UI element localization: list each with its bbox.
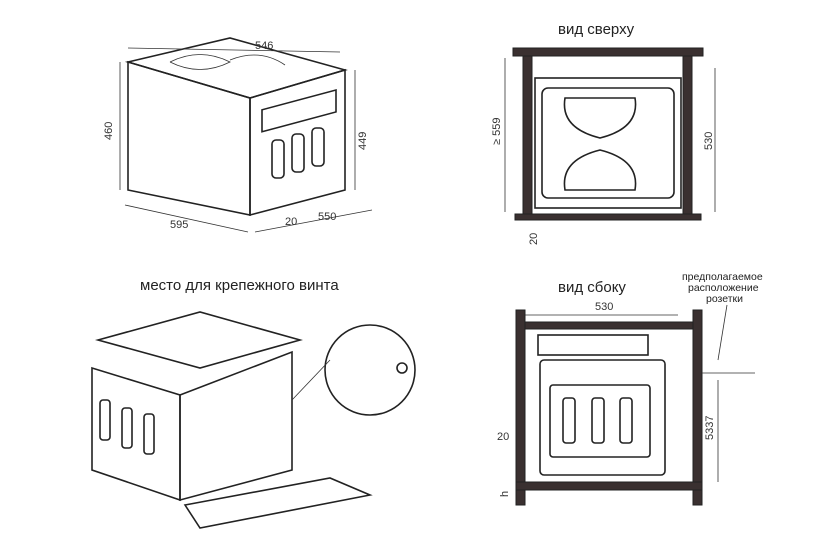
side-view: вид сбоку 530 5337 20 h предполагаемое р…: [497, 271, 763, 506]
dim-h: h: [499, 491, 511, 497]
dim-niche-depth: ≥ 559: [491, 118, 503, 145]
oven-top: [124, 37, 348, 99]
dim-depth: 550: [318, 211, 336, 223]
screw-detail-callout: [324, 324, 416, 416]
dim-side-height: 5337: [704, 416, 716, 440]
top-view: вид сверху ≥ 559 530 20: [491, 21, 716, 245]
dim-front-width: 595: [170, 219, 188, 231]
side-view-title: вид сбоку: [558, 279, 626, 296]
dim-top-gap: 20: [528, 233, 540, 245]
screw-icon: [396, 362, 408, 374]
dim-width: 546: [255, 40, 273, 52]
screw-location-title: место для крепежного винта: [140, 277, 339, 294]
oven-front: [249, 68, 346, 217]
dim-side-depth: 530: [595, 301, 613, 313]
socket-note-line-1: предполагаемое: [682, 271, 763, 283]
isometric-view: 546 460 449 595 20 550: [103, 37, 373, 233]
dim-top-depth: 530: [703, 132, 715, 150]
socket-note-line-2: расположение: [688, 282, 759, 294]
oven-side: [127, 60, 251, 216]
door-window-slots: [271, 127, 325, 179]
top-view-title: вид сверху: [558, 21, 635, 38]
dim-height-front: 449: [357, 132, 369, 150]
dim-side-offset: 20: [497, 431, 509, 443]
dim-height-total: 460: [103, 122, 115, 140]
socket-note-line-3: розетки: [706, 293, 743, 305]
open-door-view: место для крепежного винта: [91, 277, 416, 529]
